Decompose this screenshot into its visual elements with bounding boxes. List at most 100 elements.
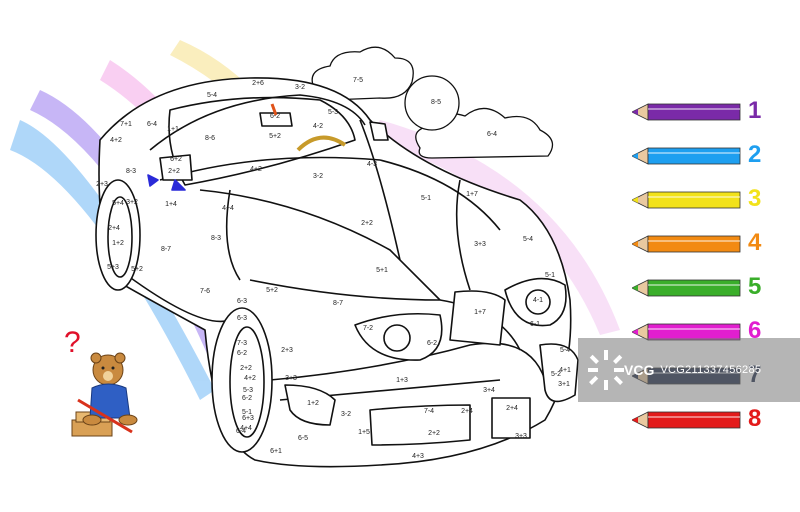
equation-label: 6-3 (237, 315, 247, 322)
equation-label: 5-4 (523, 236, 533, 243)
equation-label: 8-5 (431, 99, 441, 106)
equation-label: 6-4 (487, 131, 497, 138)
equation-label: 7-4 (424, 408, 434, 415)
equation-label: 4-3 (367, 161, 377, 168)
equation-label: 3-2 (295, 84, 305, 91)
equation-label: 3+3 (515, 433, 527, 440)
equation-label: 6-2 (270, 113, 280, 120)
equation-label: 7-3 (237, 340, 247, 347)
equation-label: 4+1 (559, 367, 571, 374)
legend-number: 8 (748, 405, 762, 432)
legend-number: 6 (748, 317, 762, 344)
legend-row: 8 (631, 405, 792, 434)
legend-row: 1 (631, 97, 792, 126)
equation-label: 7-6 (200, 288, 210, 295)
equation-label: 2+4 (506, 405, 518, 412)
equation-label: 5-1 (421, 195, 431, 202)
legend-number: 2 (748, 141, 762, 168)
question-mark: ? (64, 326, 81, 359)
equation-label: 1+3 (396, 377, 408, 384)
equation-label: 4+3 (412, 453, 424, 460)
equation-label: 3+4 (483, 387, 495, 394)
equation-label: 6-2 (242, 395, 252, 402)
equation-label: 4-1 (533, 297, 543, 304)
equation-label: 6-4 (236, 428, 246, 435)
equation-label: 6-1 (530, 321, 540, 328)
watermark-logo-text: VCG (624, 362, 655, 378)
bear-character (71, 352, 138, 437)
pencil-icon (631, 411, 741, 429)
pencil-icon (631, 147, 741, 165)
equation-label: 2+2 (428, 430, 440, 437)
equation-label: 6-5 (298, 435, 308, 442)
equation-label: 6+2 (170, 156, 182, 163)
equation-label: 2+6 (252, 80, 264, 87)
equation-label: 6-2 (427, 340, 437, 347)
equation-label: 5+4 (112, 200, 124, 207)
equation-label: 5+1 (376, 267, 388, 274)
equation-label: 3+1 (558, 381, 570, 388)
equation-label: 1+4 (165, 201, 177, 208)
sun (404, 75, 460, 131)
equation-label: 8-3 (126, 168, 136, 175)
equation-label: 1+7 (466, 191, 478, 198)
legend-number: 3 (748, 185, 762, 212)
equation-label: 6-3 (237, 298, 247, 305)
equation-label: 5-3 (243, 387, 253, 394)
pencil-icon (631, 191, 741, 209)
equation-label: 4+2 (110, 137, 122, 144)
equation-label: 4-2 (313, 123, 323, 130)
equation-label: 5+2 (131, 266, 143, 273)
equation-label: 2+3 (96, 181, 108, 188)
equation-label: 8-6 (205, 135, 215, 142)
equation-label: 2+4 (461, 408, 473, 415)
car-drawing (95, 77, 579, 468)
equation-label: 4+2 (244, 375, 256, 382)
legend-row: 4 (631, 229, 792, 258)
watermark-id: VCG211337456285 (660, 364, 762, 376)
legend-row: 3 (631, 185, 792, 214)
equation-label: 5-1 (545, 272, 555, 279)
equation-label: 5-4 (560, 347, 570, 354)
watermark: VCG VCG211337456285 (578, 338, 800, 402)
equation-label: 5-3 (328, 109, 338, 116)
equation-label: 8-3 (211, 235, 221, 242)
equation-label: 4+4 (222, 205, 234, 212)
equation-label: 1+2 (112, 240, 124, 247)
equation-label: 6-4 (147, 121, 157, 128)
equation-label: 7-5 (353, 77, 363, 84)
equation-label: 7+1 (120, 121, 132, 128)
equation-label: 3+2 (126, 199, 138, 206)
equation-label: 1+7 (474, 309, 486, 316)
legend-number: 1 (748, 97, 762, 124)
equation-label: 1+1 (167, 126, 179, 133)
legend-number: 5 (748, 273, 762, 300)
equation-label: 2+3 (281, 347, 293, 354)
equation-label: 7-2 (363, 325, 373, 332)
equation-label: 5-2 (551, 371, 561, 378)
equation-label: 1+5 (358, 429, 370, 436)
equation-label: 8-7 (333, 300, 343, 307)
equation-label: 2+2 (361, 220, 373, 227)
equation-label: 3+3 (285, 375, 297, 382)
pencil-icon (631, 235, 741, 253)
equation-label: 6+3 (242, 415, 254, 422)
equation-label: 5-1 (242, 409, 252, 416)
equation-label: 6+1 (270, 448, 282, 455)
equation-label: 2+2 (240, 365, 252, 372)
equation-label: 5-4 (207, 92, 217, 99)
legend-row: 2 (631, 141, 792, 170)
equation-label: 2+2 (168, 168, 180, 175)
watermark-logo-icon (588, 350, 624, 390)
equation-label: 3+3 (474, 241, 486, 248)
equation-label: 3-2 (341, 411, 351, 418)
pencil-icon (631, 103, 741, 121)
pencil-icon (631, 279, 741, 297)
legend-number: 4 (748, 229, 762, 256)
equation-label: 4+2 (250, 166, 262, 173)
equation-label: 5+3 (107, 264, 119, 271)
equation-label: 5+2 (266, 287, 278, 294)
legend-row: 5 (631, 273, 792, 302)
